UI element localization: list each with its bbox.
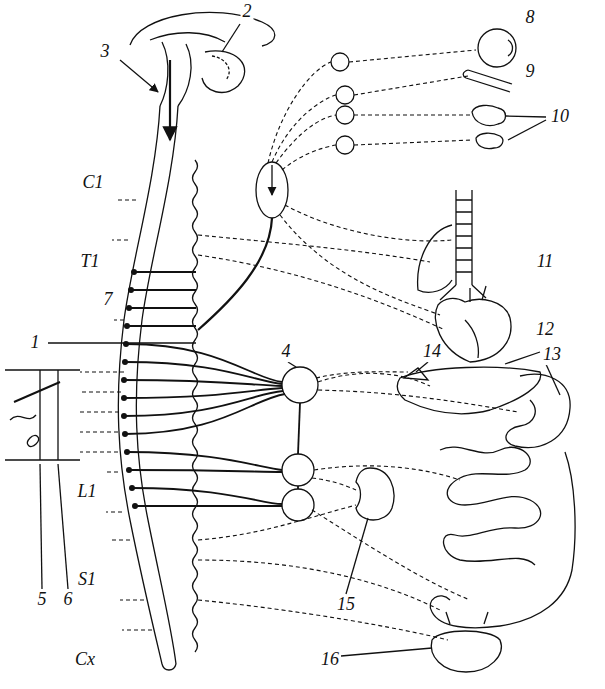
level-label: T1	[78, 252, 101, 272]
callout-number: 8	[524, 8, 537, 28]
callout-number: 2	[241, 2, 254, 22]
callout-number: 1	[29, 333, 42, 353]
callout-number: 16	[319, 650, 341, 670]
level-label: C1	[80, 173, 105, 193]
level-label: Cx	[73, 650, 97, 670]
callout-number: 3	[99, 42, 112, 62]
callout-number: 7	[102, 290, 115, 310]
callout-number: 12	[534, 320, 556, 340]
callout-number: 6	[62, 590, 75, 610]
level-label: L1	[75, 482, 98, 502]
callout-number: 14	[421, 342, 443, 362]
callout-number: 13	[541, 345, 563, 365]
callout-number: 4	[280, 342, 293, 362]
callout-number: 5	[36, 590, 49, 610]
callout-number: 11	[535, 252, 556, 272]
callout-number: 15	[335, 595, 357, 615]
callout-number: 9	[524, 62, 537, 82]
callout-number: 10	[549, 107, 571, 127]
level-label: S1	[76, 570, 98, 590]
